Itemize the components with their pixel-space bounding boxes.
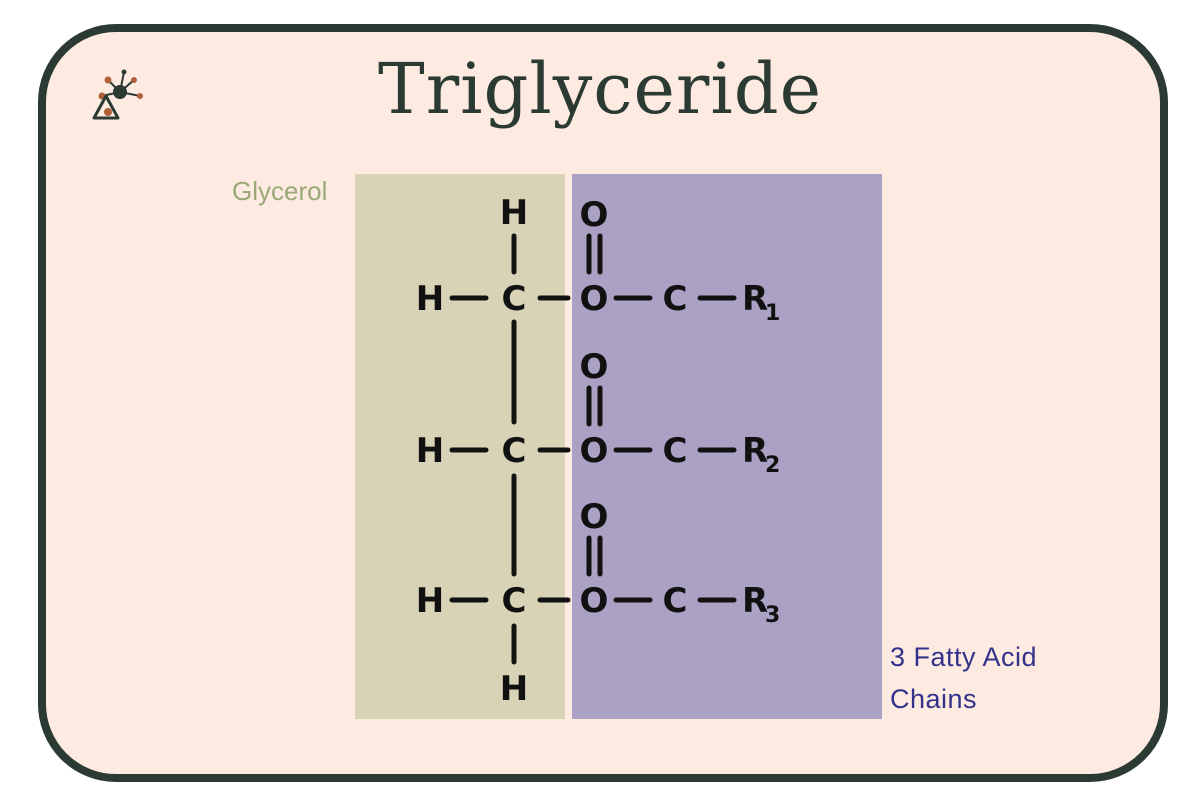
atom-c-row2: C [502, 431, 527, 471]
glycerol-region [355, 174, 565, 719]
atom-c-acyl-1: C [663, 279, 688, 319]
fatty-acid-label-line2: Chains [890, 684, 978, 714]
atom-o-ester-1: O [580, 279, 609, 319]
atom-r-1: R [742, 279, 768, 319]
atom-c-row1: C [502, 279, 527, 319]
atom-h-row3: H [416, 581, 444, 621]
atom-h-row1: H [416, 279, 444, 319]
subscript-r-2: 2 [765, 453, 780, 478]
subscript-r-1: 1 [765, 301, 780, 326]
atom-h-top: H [500, 193, 528, 233]
subscript-r-3: 3 [765, 603, 780, 628]
atom-r-2: R [742, 431, 768, 471]
atom-h-row2: H [416, 431, 444, 471]
glycerol-label: Glycerol [232, 176, 328, 206]
molecule-logo-icon [92, 69, 143, 120]
atom-o-carbonyl-2: O [580, 347, 609, 387]
atom-r-3: R [742, 581, 768, 621]
page-title: Triglyceride [378, 48, 822, 130]
fatty-acid-label-line1: 3 Fatty Acid [890, 642, 1038, 672]
atom-o-ester-3: O [580, 581, 609, 621]
atom-o-carbonyl-1: O [580, 195, 609, 235]
atom-h-bottom: H [500, 669, 528, 709]
atom-o-ester-2: O [580, 431, 609, 471]
atom-c-row3: C [502, 581, 527, 621]
fatty-acid-label: 3 Fatty Acid Chains [890, 636, 1110, 720]
atom-c-acyl-3: C [663, 581, 688, 621]
atom-c-acyl-2: C [663, 431, 688, 471]
atom-o-carbonyl-3: O [580, 497, 609, 537]
fatty-acid-region [572, 174, 882, 719]
